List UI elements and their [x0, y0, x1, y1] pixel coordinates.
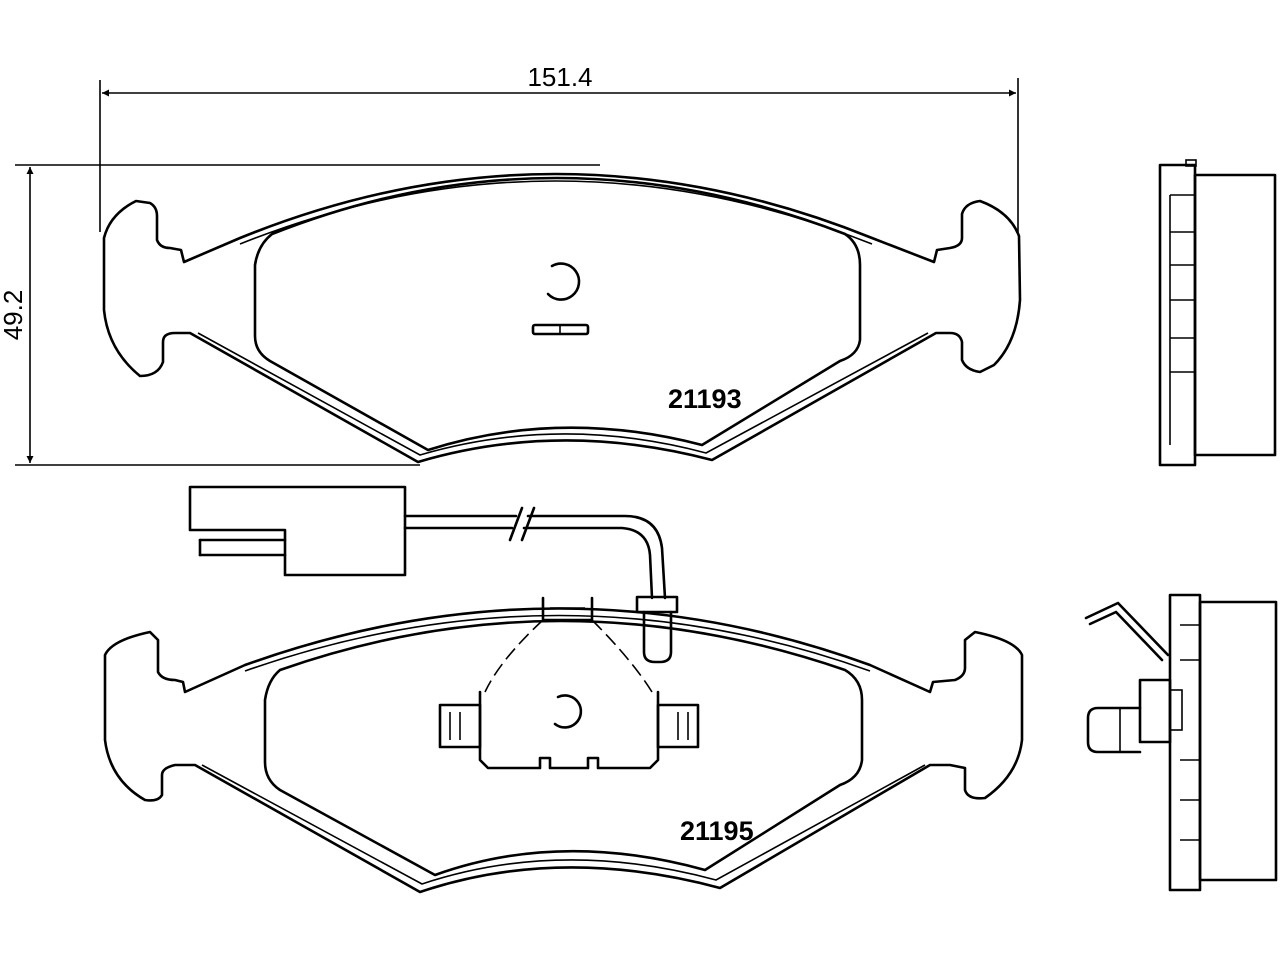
pad-21193-friction-material [253, 176, 862, 452]
wire-break-mark [508, 506, 524, 542]
pad-21193-front-view: 21193 [102, 172, 1022, 464]
wear-sensor-wire [403, 514, 667, 600]
pad-21195-front-view: 21195 [103, 595, 1024, 894]
pad-21195-friction-material [263, 619, 864, 877]
pad-21193-plate-edge-bottom [197, 332, 929, 456]
pad-21193-side-view [1158, 159, 1277, 467]
wear-sensor-probe [642, 610, 673, 664]
pad-21195-clip-body [478, 690, 660, 770]
pad-21193-side-friction [1193, 173, 1277, 457]
width-dimension: 151.4 [99, 62, 1019, 232]
pad-21195-clip-arm-left [484, 619, 544, 693]
pad-21193-part-number: 21193 [668, 384, 742, 414]
pad-21195-part-number: 21195 [680, 816, 754, 846]
pad-21195-plate-edge [244, 614, 871, 672]
pad-21193-backing-plate [102, 172, 1022, 464]
wear-sensor [188, 485, 667, 600]
wear-sensor-connector [188, 485, 407, 577]
height-dimension-label: 49.2 [0, 290, 28, 341]
pad-21195-clip-tab-left [438, 703, 482, 749]
pad-21193-side-tab [1185, 159, 1197, 167]
pad-21195-side-sensor-clip [1169, 689, 1183, 731]
pad-21195-clip-top [541, 596, 594, 622]
pad-21195-side-friction [1198, 600, 1278, 882]
width-dimension-label: 151.4 [527, 62, 592, 92]
pad-21195-clip-arm-right [591, 619, 653, 693]
pad-21195-side-sensor-wire [1084, 601, 1170, 657]
pad-21195-side-view [1084, 593, 1278, 892]
height-dimension: 49.2 [0, 164, 600, 466]
pad-21195-center-mark-icon [553, 694, 583, 729]
wire-break-mark [520, 506, 536, 542]
pad-21195-side-sensor-wire-inner [1088, 610, 1164, 662]
pad-21195-side-sensor-plug [1086, 706, 1142, 754]
pad-21193-center-mark-icon [546, 262, 581, 301]
pad-21195-backing-plate [103, 607, 1024, 894]
wear-sensor-wire-lower [403, 526, 654, 600]
pad-21195-side-backing [1168, 593, 1202, 892]
pad-21195-clip-tab-right [656, 703, 700, 749]
pad-21195-plate-edge-bottom [201, 764, 926, 885]
pad-21193-side-backing [1158, 163, 1197, 467]
wear-sensor-probe-head [635, 595, 679, 614]
pad-21195-side-sensor-housing [1138, 678, 1172, 744]
